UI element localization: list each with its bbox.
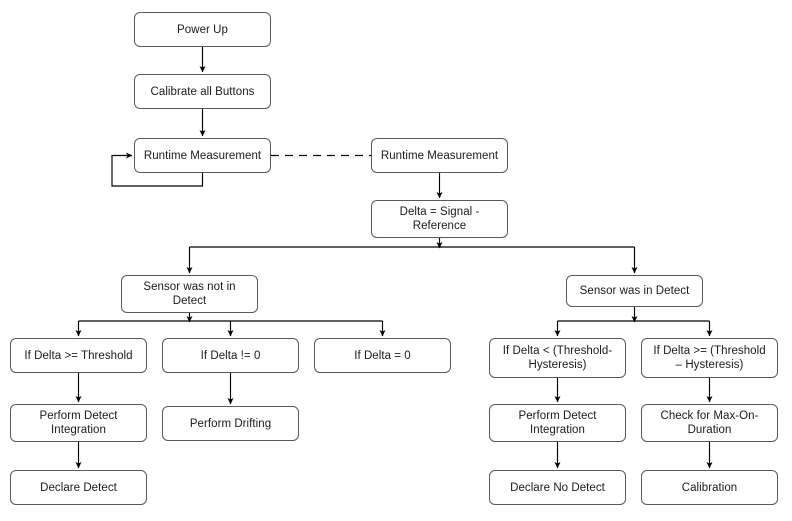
node-label: Perform Detect Integration	[39, 410, 118, 436]
node-label: Calibrate all Buttons	[150, 85, 255, 98]
node-label: If Delta >= Threshold	[24, 349, 133, 362]
node-label: Declare No Detect	[510, 481, 605, 494]
node-label: Check for Max-On- Duration	[660, 410, 759, 436]
node-label: If Delta != 0	[200, 349, 261, 362]
node-power-up[interactable]: Power Up	[134, 12, 271, 47]
node-label: Calibration	[681, 481, 738, 494]
node-label: Sensor was in Detect	[579, 285, 690, 297]
node-label: Perform Drifting	[189, 417, 272, 430]
node-if-delta-gte-threshold[interactable]: If Delta >= Threshold	[10, 338, 147, 373]
node-label: If Delta < (Threshold- Hysteresis)	[502, 345, 613, 371]
node-perform-drifting[interactable]: Perform Drifting	[162, 406, 299, 441]
node-if-delta-not-equal-zero[interactable]: If Delta != 0	[162, 338, 299, 373]
node-perform-detect-integration-left[interactable]: Perform Detect Integration	[10, 404, 147, 442]
node-label: Perform Detect Integration	[518, 410, 597, 436]
node-label: If Delta >= (Threshold – Hysteresis)	[653, 345, 766, 371]
node-if-delta-lt-threshold-minus-hysteresis[interactable]: If Delta < (Threshold- Hysteresis)	[489, 338, 626, 378]
node-perform-detect-integration-right[interactable]: Perform Detect Integration	[489, 404, 626, 442]
node-runtime-measurement-left[interactable]: Runtime Measurement	[134, 138, 271, 173]
node-declare-detect[interactable]: Declare Detect	[10, 470, 147, 505]
node-runtime-measurement-right[interactable]: Runtime Measurement	[371, 138, 508, 173]
node-if-delta-equal-zero[interactable]: If Delta = 0	[314, 338, 451, 373]
node-check-for-max-on-duration[interactable]: Check for Max-On- Duration	[641, 404, 778, 442]
node-sensor-was-not-in-detect[interactable]: Sensor was not in Detect	[121, 275, 258, 313]
node-sensor-was-in-detect[interactable]: Sensor was in Detect	[566, 275, 703, 307]
node-label: Declare Detect	[40, 481, 117, 494]
node-if-delta-gte-threshold-minus-hysteresis[interactable]: If Delta >= (Threshold – Hysteresis)	[641, 338, 778, 378]
node-declare-no-detect[interactable]: Declare No Detect	[489, 470, 626, 505]
node-calibrate-all-buttons[interactable]: Calibrate all Buttons	[134, 74, 271, 109]
node-label: Power Up	[177, 23, 228, 36]
node-label: Sensor was not in Detect	[143, 281, 236, 307]
node-label: Delta = Signal - Reference	[399, 206, 480, 232]
node-delta-calculation[interactable]: Delta = Signal - Reference	[371, 200, 508, 238]
node-label: Runtime Measurement	[143, 149, 262, 162]
node-label: Runtime Measurement	[380, 149, 499, 162]
node-calibration[interactable]: Calibration	[641, 470, 778, 505]
node-label: If Delta = 0	[354, 349, 411, 362]
